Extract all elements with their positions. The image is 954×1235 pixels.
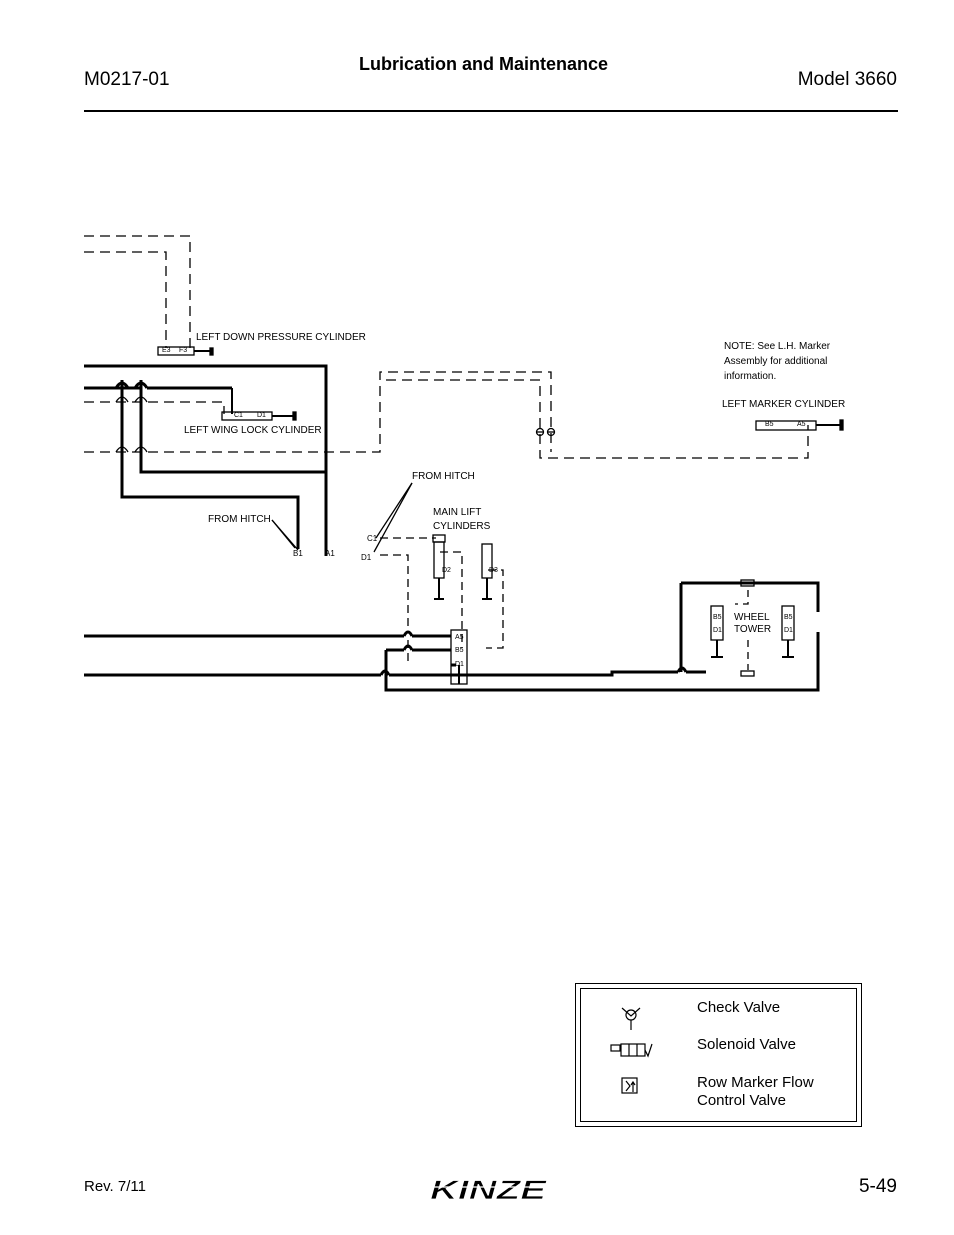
legend-check-valve-label: Check Valve — [697, 999, 781, 1016]
solenoid-valve-symbol — [610, 1043, 653, 1058]
note-line-1: NOTE: See L.H. Marker — [724, 341, 831, 352]
symbol-legend — [575, 983, 862, 1127]
port-e3: E3 — [162, 347, 171, 354]
legend-inner-border — [580, 988, 857, 1122]
label-main-lift-line1: MAIN LIFT — [433, 507, 482, 518]
label-from-hitch-lower: FROM HITCH — [208, 514, 271, 525]
port-a1: A1 — [325, 549, 335, 558]
marker-note: NOTE: See L.H. Marker Assembly for addit… — [724, 339, 830, 384]
label-left-wing-lock-cylinder: LEFT WING LOCK CYLINDER — [184, 425, 322, 436]
port-c1-lift: C1 — [367, 534, 378, 543]
port-a5-valve: A5 — [455, 634, 464, 641]
revision-date: Rev. 7/11 — [84, 1178, 146, 1195]
legend-solenoid-valve-label: Solenoid Valve — [697, 1036, 796, 1053]
document-number: M0217-01 — [84, 69, 170, 90]
label-wheel-tower-line1: WHEEL — [734, 612, 770, 623]
port-d3: D3 — [489, 567, 498, 574]
legend-flow-control-line2: Control Valve — [697, 1092, 786, 1109]
port-b5-marker: B5 — [765, 421, 774, 428]
label-left-marker-cylinder: LEFT MARKER CYLINDER — [722, 399, 846, 410]
port-f3: F3 — [179, 347, 188, 354]
label-main-lift-line2: CYLINDERS — [433, 521, 491, 532]
label-wheel-tower-line2: TOWER — [734, 624, 772, 635]
wheel-cylinder-left — [710, 605, 724, 641]
port-d1-lock: D1 — [257, 412, 266, 419]
port-b5-valve: B5 — [455, 647, 464, 654]
model-name: Model 3660 — [797, 69, 897, 90]
port-b5-wheel-right: B5 — [784, 614, 793, 621]
section-title: Lubrication and Maintenance — [359, 54, 609, 74]
wheel-cylinder-right — [781, 605, 795, 641]
check-valve-symbol — [621, 1007, 641, 1030]
note-line-3: information. — [724, 371, 777, 382]
port-d1-valve: D1 — [455, 661, 464, 668]
flow-control-valve-symbol — [621, 1077, 638, 1094]
kinze-logo-text: KINZE — [430, 1175, 547, 1205]
port-d1-wheel-left: D1 — [713, 627, 722, 634]
port-d1-lift: D1 — [361, 553, 372, 562]
down-pressure-dashed-lines — [84, 235, 191, 348]
note-line-2: Assembly for additional — [724, 356, 828, 367]
wing-lock-solid-lines — [84, 364, 328, 556]
kinze-logo: KINZE — [430, 1175, 548, 1205]
port-d2: D2 — [442, 567, 451, 574]
port-b5-wheel-left: B5 — [713, 614, 722, 621]
page-number: 5-49 — [858, 1176, 897, 1197]
label-from-hitch-upper: FROM HITCH — [412, 471, 475, 482]
port-a5-marker: A5 — [797, 421, 806, 428]
port-c1-lock: C1 — [234, 412, 243, 419]
label-left-down-pressure-cylinder: LEFT DOWN PRESSURE CYLINDER — [196, 332, 366, 343]
port-b1: B1 — [293, 549, 303, 558]
legend-flow-control-line1: Row Marker Flow — [697, 1074, 814, 1091]
header-rule — [84, 110, 898, 112]
port-d1-wheel-right: D1 — [784, 627, 793, 634]
